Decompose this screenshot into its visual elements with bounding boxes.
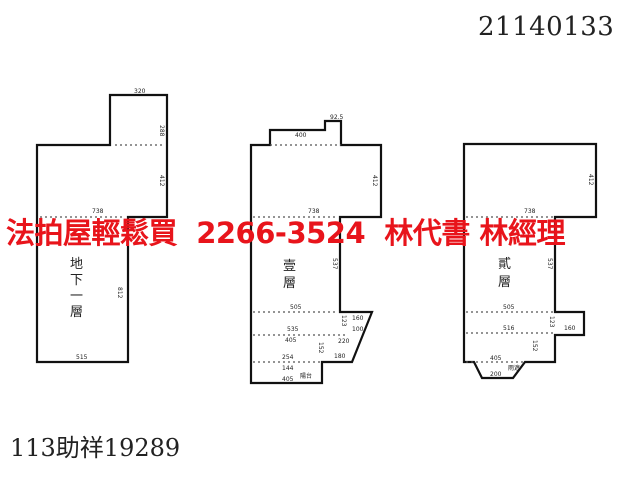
second-outline xyxy=(462,142,598,380)
dim-label: 288 xyxy=(158,125,165,137)
dim-label: 405 xyxy=(285,337,297,344)
dim-label: 254 xyxy=(282,354,294,361)
dim-label: 152 xyxy=(317,342,324,354)
dim-label: 516 xyxy=(503,325,515,332)
dim-label: 535 xyxy=(287,326,299,333)
dim-label: 738 xyxy=(92,208,104,215)
document-number: 21140133 xyxy=(478,12,615,42)
dim-label: 412 xyxy=(158,175,165,187)
dim-label: 405 xyxy=(490,355,502,362)
dim-label: 92.5 xyxy=(330,114,344,121)
floor-label: 壹 xyxy=(283,259,296,274)
dim-label: 123 xyxy=(548,316,555,328)
case-number: 113助祥19289 xyxy=(10,434,181,462)
dim-label: 160 xyxy=(352,315,364,322)
watermark-contact: 法拍屋輕鬆買 2266-3524 林代書 林經理 xyxy=(6,216,565,250)
dim-label: 505 xyxy=(503,304,515,311)
dim-label: 537 xyxy=(331,258,338,270)
dim-label: 100 xyxy=(352,326,364,333)
floor-label: 下 xyxy=(70,273,83,288)
dim-label: 雨遮 xyxy=(508,364,520,372)
dim-label: 220 xyxy=(338,338,350,345)
basement-outline xyxy=(35,93,169,364)
floor-label: 層 xyxy=(283,276,296,291)
dim-label: 123 xyxy=(340,315,347,327)
dim-label: 405 xyxy=(282,376,294,383)
dim-label: 160 xyxy=(564,325,576,332)
floor-label: 貳 xyxy=(498,257,511,272)
dim-label: 320 xyxy=(134,88,146,95)
dim-label: 陽台 xyxy=(300,372,312,380)
dim-label: 738 xyxy=(308,208,320,215)
floor-plan-ground: 92.5 400 412 738 537 505 535 405 160 100… xyxy=(249,114,383,385)
ground-outline xyxy=(249,119,383,385)
floor-plan-basement: 320 288 412 738 812 515 地 下 一 層 xyxy=(35,88,169,364)
dim-label: 537 xyxy=(546,258,553,270)
dim-label: 812 xyxy=(116,287,123,299)
floor-label: 層 xyxy=(498,275,511,290)
dim-label: 738 xyxy=(524,208,536,215)
floor-label: 一 xyxy=(70,289,83,304)
dim-label: 412 xyxy=(587,174,594,186)
floor-plan-second: 412 738 537 505 516 160 123 152 405 200 … xyxy=(462,142,598,380)
dim-label: 152 xyxy=(531,340,538,352)
dim-label: 400 xyxy=(295,132,307,139)
floor-label: 地 xyxy=(70,257,83,272)
dim-label: 144 xyxy=(282,365,294,372)
floor-label: 層 xyxy=(70,305,83,320)
dim-label: 505 xyxy=(290,304,302,311)
dim-label: 515 xyxy=(76,354,88,361)
dim-label: 200 xyxy=(490,371,502,378)
dim-label: 180 xyxy=(334,353,346,360)
dim-label: 412 xyxy=(371,175,378,187)
